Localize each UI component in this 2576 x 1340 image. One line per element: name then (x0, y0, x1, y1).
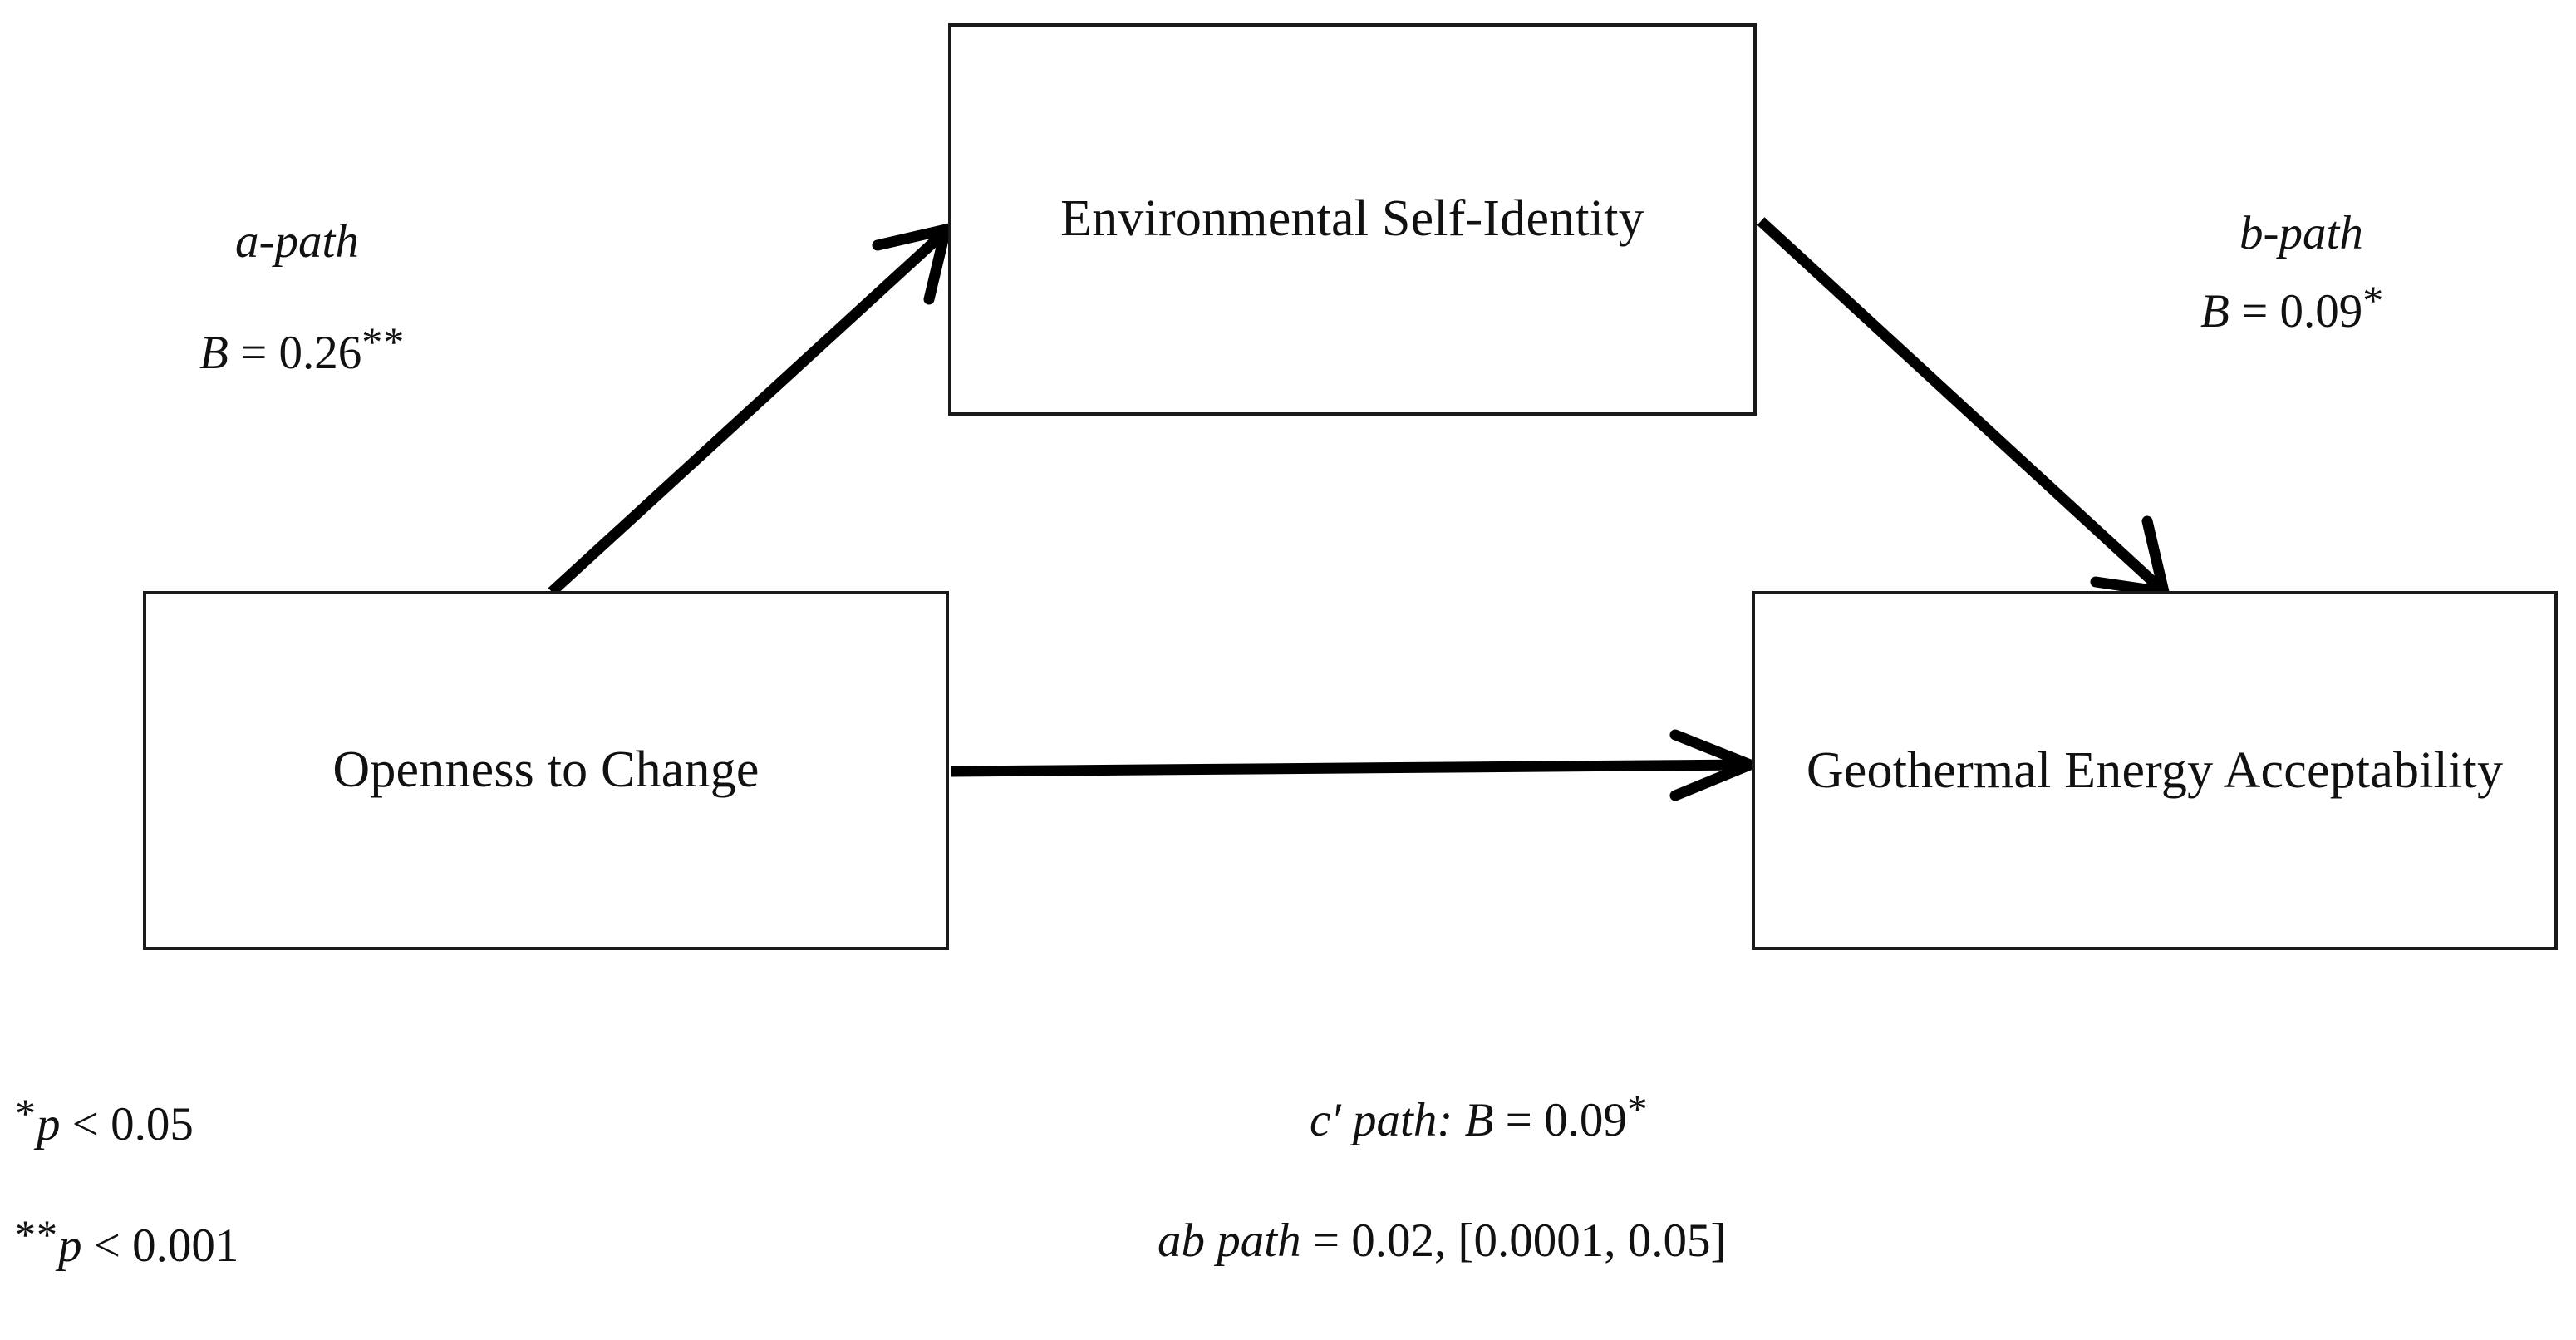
c-prime-path-value: 0.09 (1544, 1094, 1627, 1146)
arrow-b-path (1757, 217, 2171, 599)
c-prime-path-label: c′ path: B = 0.09* (1310, 1085, 1649, 1147)
ab-path-label: ab path = 0.02, [0.0001, 0.05] (1158, 1214, 1726, 1268)
b-path-name: b-path (2239, 207, 2363, 259)
a-path-significance-stars: ** (361, 318, 406, 365)
c-prime-path-b-symbol: B (1464, 1094, 1494, 1146)
note-p05-value: 0.05 (111, 1098, 194, 1150)
note-p05-statistic: p (37, 1098, 61, 1150)
note-p05-stars: * (15, 1090, 37, 1136)
c-prime-path-name: c′ path: (1310, 1094, 1453, 1146)
b-path-coefficient: B = 0.09* (2200, 276, 2384, 338)
note-p001-stars: ** (15, 1211, 58, 1258)
significance-note-p05: *p < 0.05 (15, 1089, 194, 1151)
node-box-outcome: Geothermal Energy Acceptability (1752, 591, 2558, 950)
node-box-predictor: Openness to Change (143, 591, 949, 950)
node-label-predictor: Openness to Change (332, 741, 760, 799)
node-box-mediator: Environmental Self-Identity (948, 23, 1757, 416)
a-path-name: a-path (235, 215, 359, 268)
b-path-equals: = (2241, 285, 2269, 337)
arrow-a-path (548, 222, 953, 596)
c-prime-path-equals: = (1505, 1094, 1532, 1146)
note-p05-operator: < (71, 1098, 99, 1150)
note-p001-value: 0.001 (132, 1219, 239, 1272)
b-path-significance-stars: * (2362, 277, 2385, 323)
node-label-mediator: Environmental Self-Identity (1060, 190, 1644, 248)
arrow-c-prime-path (950, 729, 1765, 801)
b-path-value: 0.09 (2279, 285, 2363, 337)
ab-path-equals: = (1312, 1214, 1340, 1267)
b-path-b-symbol: B (2200, 285, 2229, 337)
a-path-value: 0.26 (278, 327, 362, 379)
a-path-equals: = (240, 327, 268, 379)
ab-path-name: ab path (1158, 1214, 1301, 1267)
a-path-b-symbol: B (199, 327, 229, 379)
a-path-coefficient: B = 0.26** (199, 318, 405, 380)
node-label-outcome: Geothermal Energy Acceptability (1806, 741, 2504, 799)
significance-note-p001: **p < 0.001 (15, 1210, 238, 1273)
note-p001-statistic: p (58, 1219, 82, 1272)
note-p001-operator: < (93, 1219, 120, 1272)
c-prime-path-significance-stars: * (1626, 1086, 1649, 1132)
ab-path-confidence-interval: [0.0001, 0.05] (1458, 1214, 1727, 1267)
ab-path-value: 0.02 (1351, 1214, 1434, 1267)
ab-path-separator: , (1434, 1214, 1447, 1267)
